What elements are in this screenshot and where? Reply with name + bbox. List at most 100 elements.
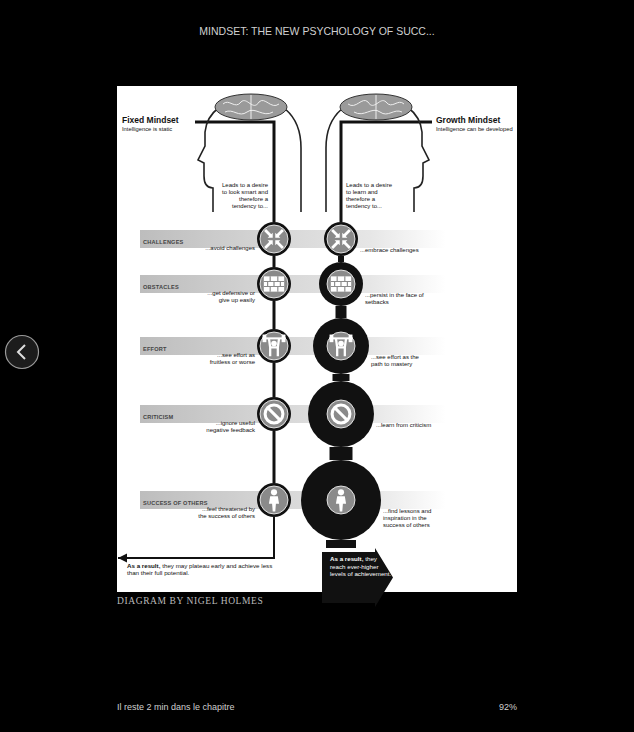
icon-part: [264, 276, 284, 291]
circle-core: [260, 225, 288, 253]
circle-ring: [319, 262, 363, 306]
circle-core: [327, 486, 355, 514]
brain-folds: [348, 95, 404, 119]
head-group: [198, 94, 301, 212]
step-text: ...feel threatened by the success of oth…: [195, 506, 255, 520]
circle-outline: [324, 222, 358, 256]
step-icon: [336, 489, 346, 511]
fixed-step-circle: ...see effort as fruitless or worse: [257, 329, 291, 363]
mindset-path: [333, 374, 350, 381]
fixed-step-circle: ...get defensive or give up easily: [257, 267, 291, 301]
circle-outline: [308, 381, 374, 447]
circle-outline: [301, 460, 381, 540]
category-label: OBSTACLES: [140, 283, 182, 292]
brain-folds: [223, 95, 279, 119]
circle-outline: [257, 483, 291, 517]
growth-step-circle: ...find lessons and inspiration in the s…: [301, 460, 381, 540]
icon-part: [268, 233, 281, 246]
mindset-path: [326, 540, 356, 548]
head-text: Leads to a desire to look smart and ther…: [220, 182, 268, 210]
result-text: As a result,they reach ever-higher level…: [330, 555, 393, 577]
category-band: EFFORT: [140, 337, 446, 355]
category-band: CHALLENGES: [140, 230, 446, 248]
icon-part: [268, 408, 281, 421]
back-button: [4, 334, 40, 370]
icon-part: [331, 276, 351, 291]
mindset-path: [336, 306, 347, 318]
step-text: ...persist in the face of setbacks: [365, 292, 425, 306]
mindset-path: [118, 517, 274, 558]
mindset-subtitle: Intelligence is static: [122, 126, 172, 133]
fixed-step-circle: ...avoid challenges: [257, 222, 291, 256]
icon-part: [332, 230, 350, 248]
step-icon: [263, 335, 286, 357]
icon-part: [338, 341, 344, 347]
mindset-path: [273, 363, 276, 397]
mindset-path: [273, 256, 276, 267]
category-label: CRITICISM: [140, 413, 176, 422]
chevron-icon: [18, 345, 25, 359]
growth-step-circle: ...embrace challenges: [324, 222, 358, 256]
mindset-title: Fixed Mindset: [122, 115, 179, 125]
step-text: ...see effort as the path to mastery: [371, 354, 431, 368]
icon-part: [349, 335, 353, 343]
circle-ring: [257, 222, 291, 256]
circle-ring: [257, 397, 291, 431]
mindset-subtitle: Intelligence can be developed: [436, 126, 516, 133]
diagram-credit: DIAGRAM BY NIGEL HOLMES: [117, 596, 263, 606]
icon-part: [263, 335, 267, 343]
step-icon: [332, 405, 350, 423]
growth-step-circle: ...learn from criticism: [308, 381, 374, 447]
circle-core: [260, 332, 288, 360]
reading-time: Il reste 2 min dans le chapitre: [117, 702, 235, 712]
fixed-step-circle: ...ignore useful negative feedback: [257, 397, 291, 431]
category-band: SUCCESS OF OTHERS: [140, 491, 446, 509]
head-text: Leads to a desire to learn and therefore…: [346, 182, 394, 210]
step-text: ...see effort as fruitless or worse: [195, 352, 255, 366]
circle-outline: [257, 222, 291, 256]
head-group: [326, 94, 429, 212]
reader-header: MINDSET: THE NEW PSYCHOLOGY OF SUCC...: [0, 25, 634, 37]
icon-part: [269, 338, 279, 356]
circle-outline: [313, 318, 369, 374]
mindset-path: [273, 301, 276, 329]
arrow-shape: [322, 548, 393, 607]
step-text: ...get defensive or give up easily: [195, 290, 255, 304]
icon-part: [265, 405, 283, 423]
circle-ring: [313, 318, 369, 374]
step-icon: [330, 335, 353, 357]
category-label: EFFORT: [140, 345, 170, 354]
icon-part: [335, 233, 348, 246]
circle-core: [327, 400, 355, 428]
growth-step-circle: ...see effort as the path to mastery: [313, 318, 369, 374]
mindset-path: [273, 431, 276, 483]
circle-ring: [257, 329, 291, 363]
step-text: ...find lessons and inspiration in the s…: [383, 508, 443, 529]
circle-ring: [301, 460, 381, 540]
fixed-step-circle: ...feel threatened by the success of oth…: [257, 483, 291, 517]
category-band: OBSTACLES: [140, 275, 446, 293]
result-text: As a result,they may plateau early and a…: [118, 554, 277, 577]
mindset-path: [330, 447, 353, 460]
icon-part: [335, 408, 348, 421]
icon-part: [330, 335, 334, 343]
mindset-path: [338, 256, 344, 262]
icon-part: [271, 489, 277, 495]
mindset-path: [341, 122, 432, 222]
mindset-head: Fixed MindsetIntelligence is staticLeads…: [195, 90, 305, 212]
category-band: CRITICISM: [140, 405, 446, 423]
step-text: ...avoid challenges: [195, 245, 255, 252]
circle-outline: [257, 267, 291, 301]
step-icon: [331, 276, 351, 291]
circle-ring: [257, 267, 291, 301]
icon-part: [331, 276, 351, 291]
growth-step-circle: ...persist in the face of setbacks: [319, 262, 363, 306]
icon-part: [338, 489, 344, 495]
mindset-title: Growth Mindset: [436, 115, 500, 125]
circle-core: [327, 332, 355, 360]
circle-outline: [257, 329, 291, 363]
arrow-head: [118, 554, 127, 563]
circle-core: [260, 270, 288, 298]
